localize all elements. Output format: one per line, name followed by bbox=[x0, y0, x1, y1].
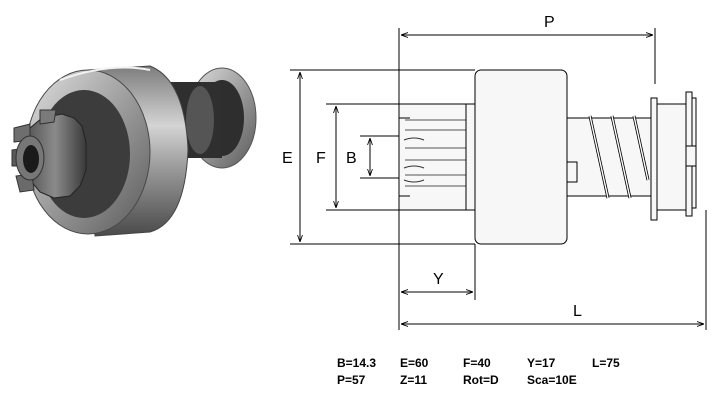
spec-Y: Y=17 bbox=[527, 356, 556, 370]
starter-drive-photo bbox=[11, 65, 257, 237]
housing-outline bbox=[474, 69, 568, 245]
flange-outline bbox=[650, 97, 658, 221]
spec-Rot: Rot=D bbox=[463, 373, 499, 387]
spec-Z: Z=11 bbox=[400, 373, 428, 387]
spec-P: P=57 bbox=[337, 373, 366, 387]
spec-E: E=60 bbox=[400, 356, 429, 370]
dimension-lines bbox=[290, 28, 707, 330]
dim-label-B: B bbox=[346, 150, 357, 167]
spec-table: B=14.3 E=60 F=40 Y=17 L=75 P=57 Z=11 Rot… bbox=[337, 355, 717, 389]
dim-label-Y: Y bbox=[433, 271, 444, 288]
dim-label-P: P bbox=[544, 14, 555, 31]
dim-label-L: L bbox=[573, 303, 582, 320]
dim-label-F: F bbox=[316, 150, 326, 167]
spec-F: F=40 bbox=[463, 356, 491, 370]
spec-Sca: Sca=10E bbox=[527, 373, 577, 387]
pinion-outline bbox=[398, 103, 476, 211]
spec-L: L=75 bbox=[592, 356, 620, 370]
spec-row-1: B=14.3 E=60 F=40 Y=17 L=75 bbox=[337, 355, 717, 372]
spec-B: B=14.3 bbox=[337, 356, 377, 370]
spec-row-2: P=57 Z=11 Rot=D Sca=10E bbox=[337, 372, 717, 389]
dim-label-E: E bbox=[282, 150, 293, 167]
line-drawing bbox=[398, 69, 697, 245]
